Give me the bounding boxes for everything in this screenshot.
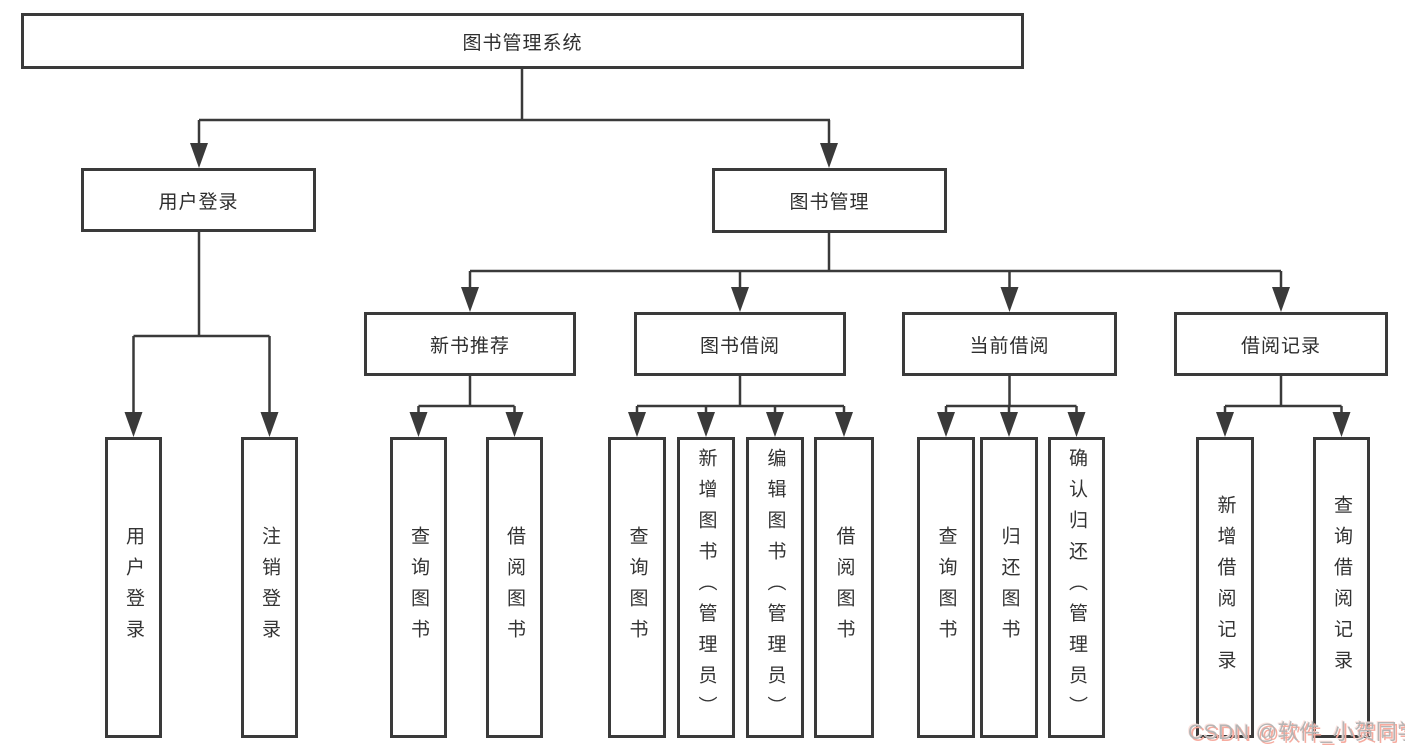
node-label: 图书借阅	[699, 335, 780, 357]
leaf-label: 用户登录	[123, 525, 144, 650]
leaf-user-login: 用户登录	[105, 437, 162, 738]
node-label: 用户登录	[158, 191, 239, 213]
leaf-recommend-borrow-book: 借阅图书	[486, 437, 543, 738]
leaf-label: 查询图书	[626, 525, 648, 650]
leaf-label: 查询图书	[935, 525, 957, 650]
leaf-label: 借阅图书	[504, 525, 525, 650]
node-label: 借阅记录	[1240, 335, 1321, 357]
csdn-watermark: CSDN @软件_小贺同学	[1188, 721, 1405, 744]
leaf-borrow-edit-book-admin: 编辑图书（管理员）	[746, 437, 804, 738]
leaf-borrow-query-book: 查询图书	[608, 437, 666, 738]
connector-stems	[132, 69, 1343, 414]
leaf-label: 确认归还（管理员）	[1066, 448, 1087, 727]
arrowhead-icons	[124, 143, 1351, 437]
node-label: 新书推荐	[429, 335, 510, 357]
node-new-book-recommend: 新书推荐	[364, 312, 576, 376]
leaf-recommend-query-book: 查询图书	[390, 437, 447, 738]
leaf-borrow-add-book-admin: 新增图书（管理员）	[677, 437, 735, 738]
leaf-label: 新增图书（管理员）	[695, 448, 717, 727]
leaf-logout: 注销登录	[241, 437, 298, 738]
leaf-current-confirm-return-admin: 确认归还（管理员）	[1048, 437, 1105, 738]
node-book-borrow: 图书借阅	[634, 312, 846, 376]
leaf-borrow-borrow-book: 借阅图书	[814, 437, 874, 738]
leaf-label: 新增借阅记录	[1214, 494, 1236, 681]
node-user-login: 用户登录	[81, 168, 316, 232]
leaf-records-query-record: 查询借阅记录	[1313, 437, 1370, 738]
node-library-system: 图书管理系统	[21, 13, 1024, 69]
node-label: 当前借阅	[969, 335, 1050, 357]
leaf-label: 借阅图书	[833, 525, 855, 650]
leaf-label: 查询借阅记录	[1331, 494, 1352, 681]
node-borrow-records: 借阅记录	[1174, 312, 1388, 376]
leaf-records-add-record: 新增借阅记录	[1196, 437, 1254, 738]
leaf-current-return-book: 归还图书	[980, 437, 1038, 738]
node-book-management: 图书管理	[712, 168, 947, 233]
node-label: 图书管理系统	[462, 32, 583, 54]
node-label: 图书管理	[789, 192, 870, 213]
leaf-label: 注销登录	[259, 525, 280, 650]
leaf-label: 查询图书	[408, 525, 429, 650]
leaf-label: 归还图书	[998, 525, 1020, 650]
leaf-label: 编辑图书（管理员）	[764, 448, 786, 727]
leaf-current-query-book: 查询图书	[917, 437, 975, 738]
node-current-borrow: 当前借阅	[902, 312, 1117, 376]
